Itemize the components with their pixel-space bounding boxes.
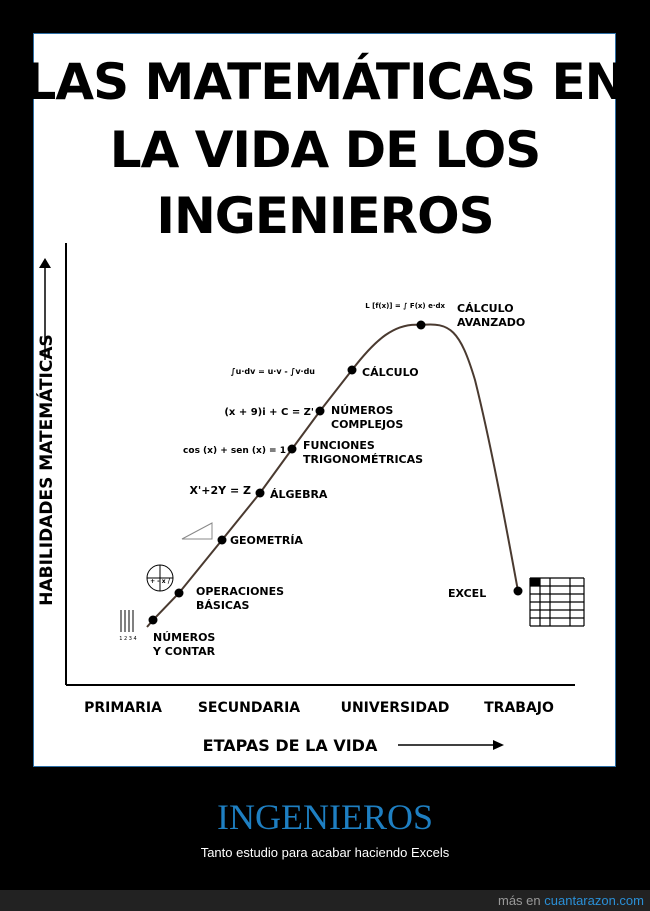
point-label: BÁSICAS [196,599,249,612]
excel-icon-cell [530,578,540,586]
point-label: CÁLCULO [457,302,514,315]
point-label: OPERACIONES [196,585,284,598]
chart: HABILIDADES MATEMÁTICAS PRIMARIA SECUNDARI… [35,243,585,755]
point-label: AVANZADO [457,316,525,329]
point-label: TRIGONOMÉTRICAS [303,453,423,466]
point-annotation: + - x / [150,578,171,585]
x-tick-label: TRABAJO [484,700,554,716]
point-label: ÁLGEBRA [270,488,328,501]
x-tick-label: PRIMARIA [84,700,162,716]
data-point [217,535,227,545]
footer-text: más en cuantarazon.com [498,893,644,908]
caption-title: INGENIEROS [217,797,433,837]
footer-link[interactable]: cuantarazon.com [544,893,644,908]
chart-title-line-3: INGENIEROS [156,187,494,245]
x-arrow-head-icon [493,740,504,750]
point-label: FUNCIONES [303,439,375,452]
y-axis-label: HABILIDADES MATEMÁTICAS [35,334,57,606]
triangle-icon [181,522,213,540]
data-point [174,588,184,598]
point-annotation: X'+2Y = Z [189,484,251,497]
data-point [287,444,297,454]
data-point [513,586,523,596]
point-label: Y CONTAR [152,645,216,658]
data-point [416,320,426,330]
data-point [315,406,325,416]
point-label: CÁLCULO [362,366,419,379]
point-label: COMPLEJOS [331,418,403,431]
x-axis-label: ETAPAS DE LA VIDA [203,736,378,755]
point-label: EXCEL [448,587,486,600]
data-point [347,365,357,375]
chart-title-line-1: LAS MATEMÁTICAS EN [24,53,627,111]
point-label: NÚMEROS [153,631,215,644]
meme-panel [33,33,616,767]
point-label: NÚMEROS [331,404,393,417]
point-annotation: ∫u·dv = u·v - ∫v·du [231,367,316,376]
point-annotation: (x + 9)i + C = Z' [224,407,314,418]
x-tick-label: SECUNDARIA [198,700,300,716]
point-annotation: cos (x) + sen (x) = 1 [183,446,286,456]
point-label: GEOMETRÍA [230,534,303,547]
series-line [146,323,519,628]
data-point [148,615,158,625]
chart-title-line-2: LA VIDA DE LOS [109,121,542,179]
point-annotation: L [f(x)] = ∫ F(x) e·dx [365,302,445,310]
footer-bar: más en cuantarazon.com [0,890,650,911]
data-point [255,488,265,498]
y-arrow-head-icon [39,258,51,268]
x-tick-label: UNIVERSIDAD [341,700,450,716]
caption-subtitle: Tanto estudio para acabar haciendo Excel… [200,845,450,860]
footer-prefix: más en [498,893,541,908]
point-annotation: 1 2 3 4 [119,636,137,642]
